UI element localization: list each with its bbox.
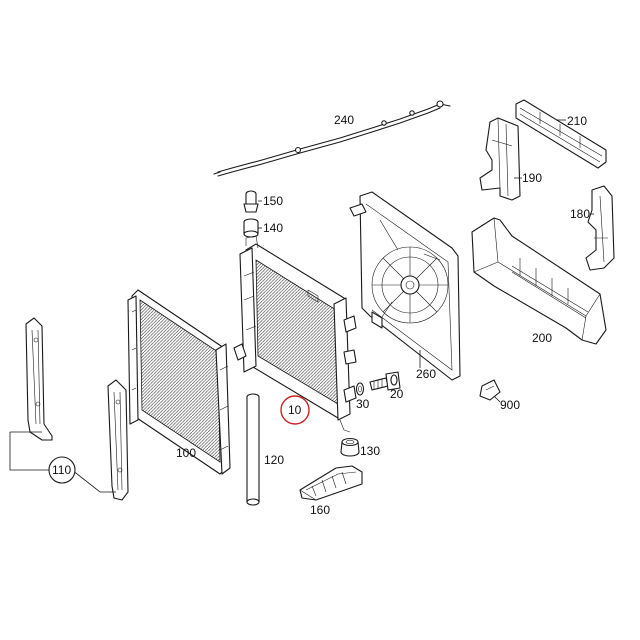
part-210-bracket[interactable] [515, 99, 607, 169]
part-240-cable[interactable] [213, 100, 451, 177]
part-20-drain-plug[interactable] [369, 371, 401, 391]
part-190-air-guide[interactable] [479, 117, 521, 201]
part-110-right-bracket[interactable] [107, 379, 129, 501]
part-160-lower-mount[interactable] [299, 465, 363, 501]
part-140-valve[interactable] [243, 218, 259, 238]
label-150[interactable]: 150 [263, 194, 283, 208]
label-190[interactable]: 190 [522, 171, 542, 185]
label-30[interactable]: 30 [356, 397, 370, 411]
part-10-radiator[interactable] [233, 235, 357, 433]
part-110-left-bracket[interactable] [25, 317, 53, 441]
part-100-condenser[interactable] [127, 289, 231, 475]
part-120-hose[interactable] [246, 393, 260, 506]
callout-circle-110 [48, 456, 76, 484]
label-210[interactable]: 210 [567, 114, 587, 128]
label-240[interactable]: 240 [334, 113, 354, 127]
label-130[interactable]: 130 [360, 444, 380, 458]
part-130-grommet[interactable] [340, 437, 360, 457]
label-160[interactable]: 160 [310, 503, 330, 517]
highlight-circle-10 [280, 395, 310, 425]
part-30-seal[interactable] [355, 382, 365, 396]
label-10[interactable]: 10 [288, 403, 302, 417]
label-900[interactable]: 900 [500, 398, 520, 412]
label-120[interactable]: 120 [264, 453, 284, 467]
label-20[interactable]: 20 [390, 387, 404, 401]
leader-110-c [71, 469, 116, 493]
label-200[interactable]: 200 [532, 331, 552, 345]
label-260[interactable]: 260 [416, 367, 436, 381]
part-150-cap[interactable] [243, 190, 259, 213]
part-900-clip[interactable] [479, 379, 501, 401]
label-110[interactable]: 110 [52, 463, 71, 477]
part-200-air-duct[interactable] [471, 217, 607, 345]
part-180-bracket[interactable] [585, 185, 615, 271]
part-260-fan-shroud[interactable] [349, 191, 461, 381]
leader-900 [493, 395, 501, 403]
label-140[interactable]: 140 [263, 221, 283, 235]
leader-110-b [9, 432, 52, 471]
label-100[interactable]: 100 [176, 446, 196, 460]
label-180[interactable]: 180 [570, 207, 590, 221]
